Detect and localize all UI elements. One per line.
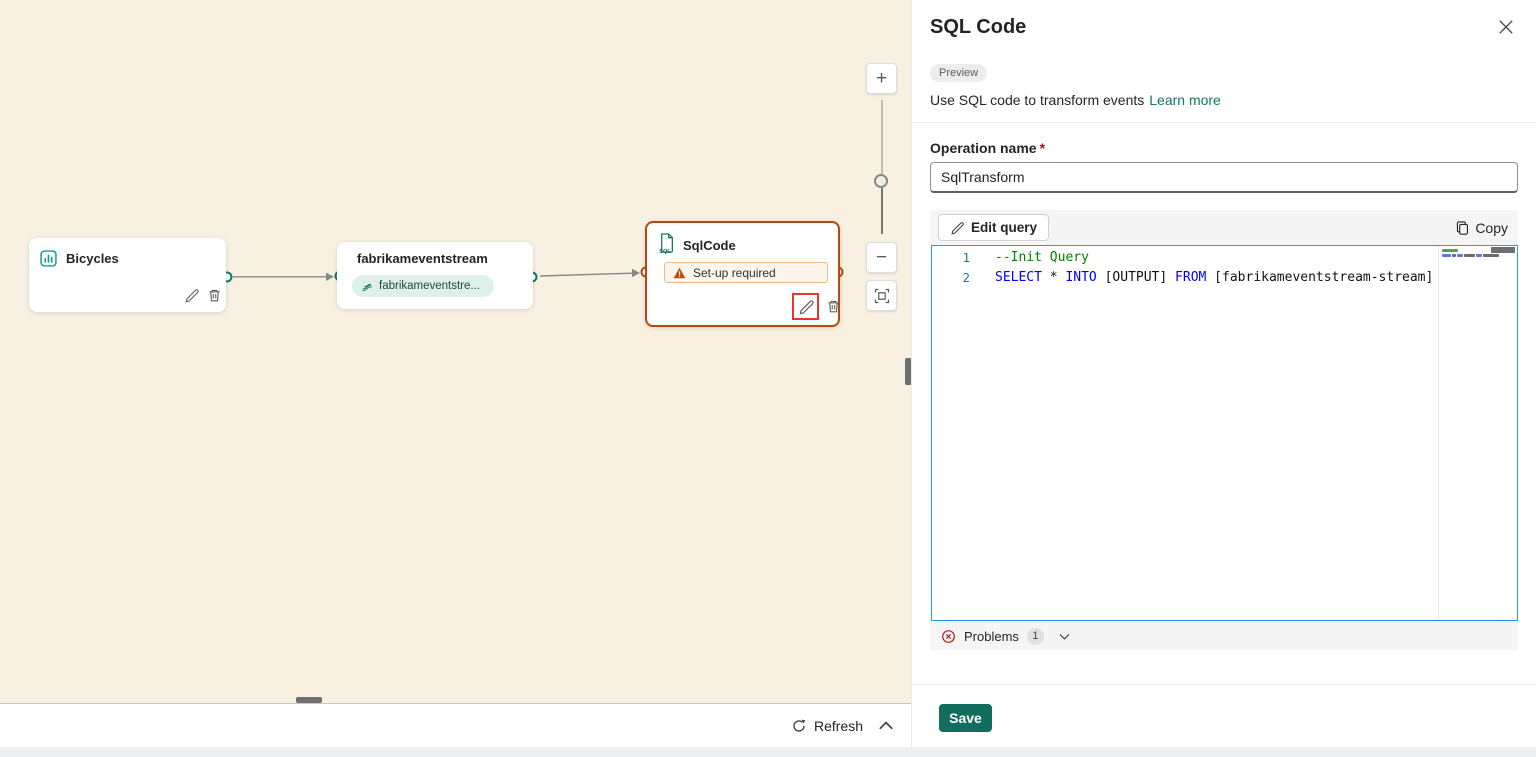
pencil-icon xyxy=(184,288,199,302)
connection-arrowhead xyxy=(632,268,640,278)
divider xyxy=(912,122,1536,123)
node-title: SqlCode xyxy=(683,238,736,253)
refresh-label: Refresh xyxy=(813,718,863,734)
edit-query-button[interactable]: Edit query xyxy=(938,214,1050,241)
preview-badge: Preview xyxy=(930,64,988,82)
node-sqlcode[interactable]: SQL SqlCode Set-up required xyxy=(645,221,840,327)
stream-pill-label: fabrikameventstre... xyxy=(379,280,480,292)
sqlcode-edit-button-highlighted[interactable] xyxy=(792,293,819,320)
copy-icon xyxy=(1457,220,1469,235)
canvas-bottom-bar: Refresh xyxy=(0,703,911,747)
zoom-slider-track xyxy=(881,100,883,174)
panel-title: SQL Code xyxy=(930,16,1027,38)
problems-label: Problems xyxy=(964,628,1019,644)
operation-name-text: Operation name xyxy=(930,140,1037,156)
sql-document-icon: SQL xyxy=(659,233,673,254)
node-title: Bicycles xyxy=(66,251,119,266)
copy-label: Copy xyxy=(1475,219,1508,236)
edit-query-label: Edit query xyxy=(971,220,1038,235)
close-icon xyxy=(1499,20,1513,34)
setup-required-banner: Set-up required xyxy=(664,262,828,283)
editor-scrollbar-thumb[interactable] xyxy=(1491,247,1515,253)
close-panel-button[interactable] xyxy=(1497,18,1515,36)
bottom-strip xyxy=(0,747,1536,757)
connection-line xyxy=(539,272,633,277)
canvas-vertical-scrollbar[interactable] xyxy=(905,358,912,385)
problems-count-badge: 1 xyxy=(1026,627,1044,645)
error-circle-icon xyxy=(942,629,955,643)
minus-icon: − xyxy=(875,246,888,268)
problems-bar[interactable]: Problems 1 xyxy=(930,622,1518,650)
stream-pill: fabrikameventstre... xyxy=(352,275,494,297)
svg-text:SQL: SQL xyxy=(659,249,671,254)
chevron-down-icon[interactable] xyxy=(1058,630,1071,643)
node-fabrikameventstream[interactable]: fabrikameventstream fabrikameventstre... xyxy=(337,242,533,309)
collapse-panel-button[interactable] xyxy=(877,717,897,735)
pencil-icon xyxy=(799,299,814,314)
delete-node-button[interactable] xyxy=(205,286,223,304)
fit-to-screen-button[interactable] xyxy=(866,280,897,311)
pencil-icon xyxy=(951,221,964,234)
operation-name-label: Operation name* xyxy=(930,140,1045,156)
eventstream-canvas[interactable]: Bicycles fabrikameventstream fabrikame xyxy=(0,0,912,703)
copy-button[interactable]: Copy xyxy=(1455,215,1508,240)
sql-code-panel: SQL Code Preview Use SQL code to transfo… xyxy=(911,0,1536,747)
description-text: Use SQL code to transform events xyxy=(930,92,1145,108)
editor-toolbar: Edit query Copy xyxy=(930,210,1518,245)
refresh-icon xyxy=(793,719,806,732)
trash-icon xyxy=(208,289,220,301)
operation-name-input[interactable] xyxy=(930,162,1518,193)
refresh-button[interactable]: Refresh xyxy=(791,714,863,738)
required-asterisk: * xyxy=(1039,140,1046,156)
minimap-line xyxy=(1442,249,1504,252)
minimap-line xyxy=(1442,254,1504,257)
connection-arrowhead xyxy=(326,272,334,281)
zoom-slider-handle[interactable] xyxy=(874,174,888,188)
trash-icon xyxy=(827,300,839,312)
save-button[interactable]: Save xyxy=(939,704,992,732)
node-bicycles[interactable]: Bicycles xyxy=(29,238,226,312)
warning-icon xyxy=(673,267,686,278)
bar-chart-icon xyxy=(40,250,57,267)
zoom-out-button[interactable]: − xyxy=(866,242,897,273)
chevron-up-icon xyxy=(879,721,893,730)
zoom-slider-track xyxy=(881,188,883,234)
fit-to-screen-icon xyxy=(874,288,889,303)
connections-layer xyxy=(221,266,844,283)
zoom-in-button[interactable]: + xyxy=(866,63,897,94)
divider xyxy=(912,684,1536,685)
stream-icon xyxy=(362,283,372,291)
editor-minimap[interactable] xyxy=(1438,246,1504,620)
plus-icon: + xyxy=(875,67,888,89)
delete-node-button[interactable] xyxy=(824,297,842,315)
node-title: fabrikameventstream xyxy=(357,251,488,266)
setup-required-label: Set-up required xyxy=(693,265,776,280)
canvas-horizontal-scrollbar[interactable] xyxy=(296,697,322,703)
edit-node-button[interactable] xyxy=(182,286,200,304)
learn-more-link[interactable]: Learn more xyxy=(1149,92,1221,108)
